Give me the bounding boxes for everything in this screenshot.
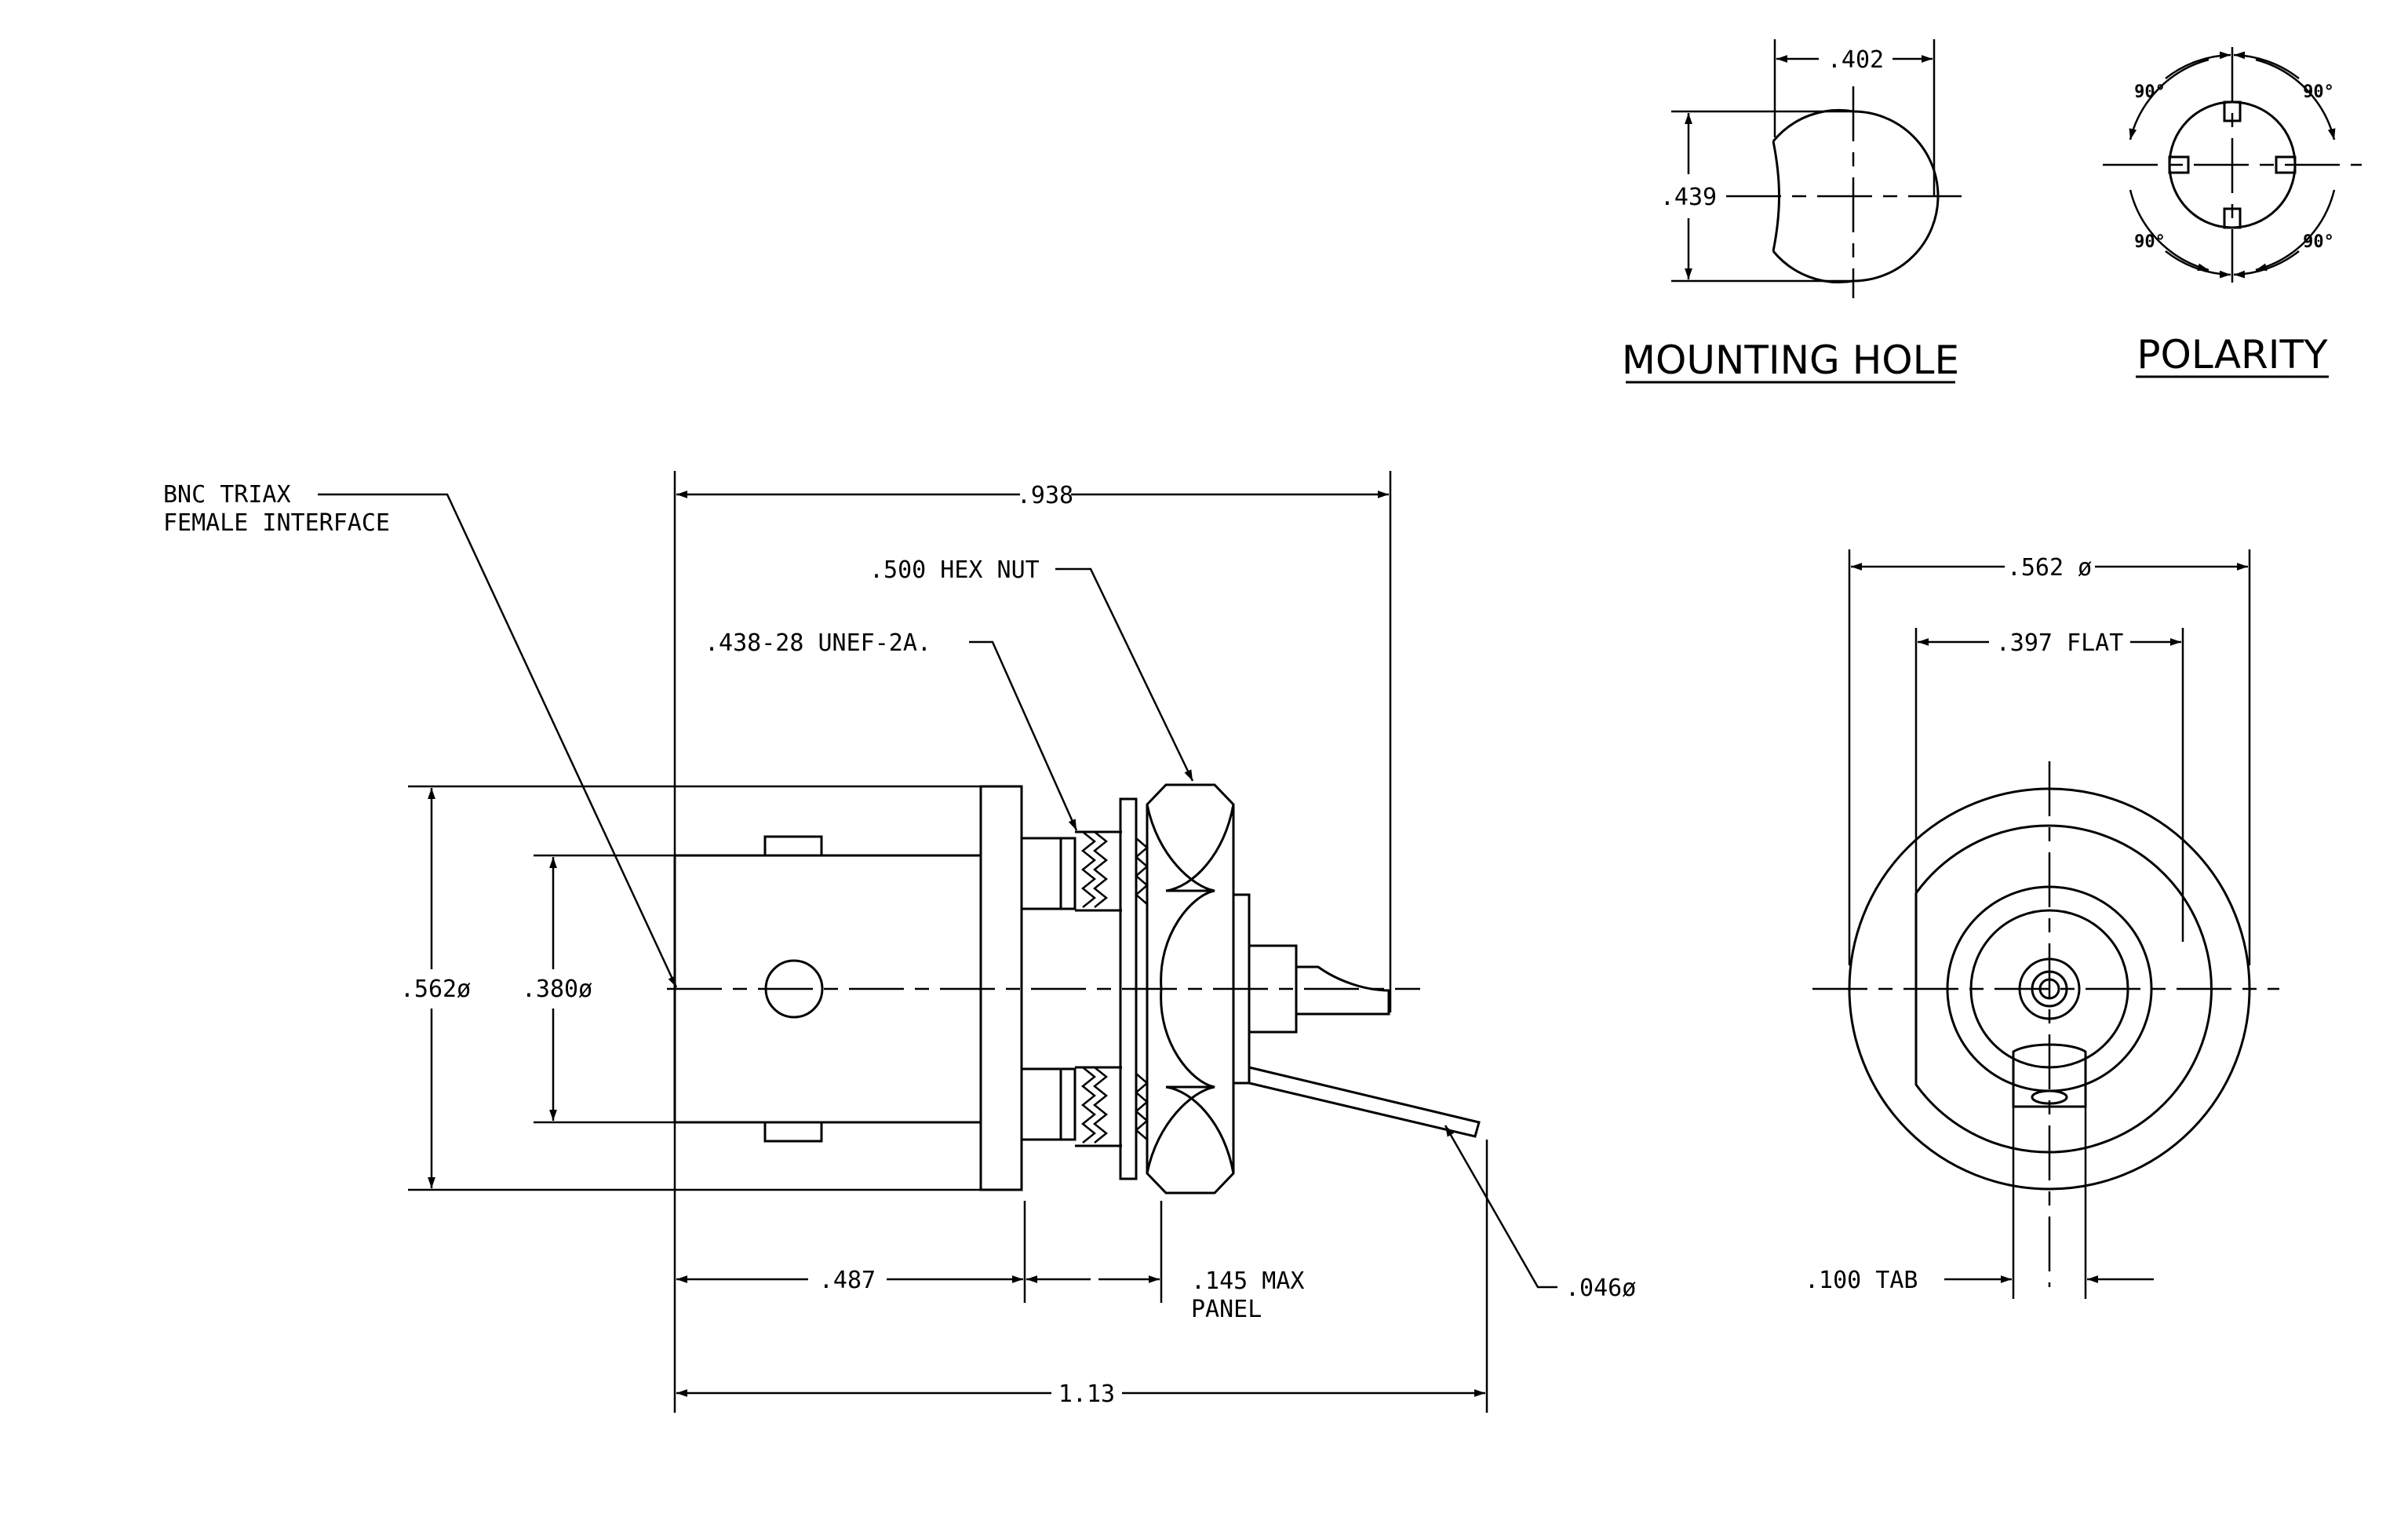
bnc-label-1: BNC TRIAX <box>163 481 291 509</box>
dim-380-label: .380ø <box>522 976 592 1003</box>
tab-hole <box>2031 1089 2068 1105</box>
dim-397-label: .397 FLAT <box>1996 629 2124 657</box>
flange <box>979 785 1023 1191</box>
shield-pin <box>1248 1066 1481 1138</box>
dim-938-label: .938 <box>1017 482 1073 509</box>
center-pin <box>2038 978 2060 1000</box>
panel-label-2: PANEL <box>1191 1296 1262 1323</box>
thread-bottom-right <box>1135 1073 1149 1140</box>
front-view: .562 ø .397 FLAT .100 TAB <box>1805 549 2279 1299</box>
dim-562-side-label: .562ø <box>400 976 471 1003</box>
center-contact <box>2031 970 2068 1008</box>
mounting-hole-view: .402 .439 MOUNTING HOLE <box>1622 39 1962 384</box>
thread-bottom <box>1020 1066 1122 1147</box>
solder-cup <box>1296 965 1390 1016</box>
tab-label: .100 TAB <box>1805 1267 1918 1294</box>
center-insulator <box>2018 957 2081 1020</box>
thread-top <box>1020 830 1122 912</box>
dim-402-label: .402 <box>1827 46 1884 74</box>
hole-profile <box>1772 108 1940 284</box>
hex-nut <box>1146 783 1235 1195</box>
hex-nut-label: .500 HEX NUT <box>869 556 1040 584</box>
polarity-title: POLARITY <box>2137 332 2328 378</box>
panel-label-1: .145 MAX <box>1191 1268 1305 1295</box>
dim-439-label: .439 <box>1660 184 1717 211</box>
angle-label-br: 90° <box>2303 232 2334 252</box>
thread-label: .438-28 UNEF-2A. <box>705 629 931 657</box>
slot-hole <box>764 959 824 1019</box>
dim-113-label: 1.13 <box>1058 1381 1115 1408</box>
bnc-label-2: FEMALE INTERFACE <box>163 509 390 537</box>
tab <box>2012 1043 2087 1108</box>
outer-circle <box>1848 787 2251 1191</box>
angle-label-tr: 90° <box>2303 82 2334 102</box>
lock-washer <box>1119 797 1138 1180</box>
angle-label-tl: 90° <box>2134 82 2166 102</box>
dim-046-label: .046ø <box>1565 1275 1636 1302</box>
mounting-hole-title: MOUNTING HOLE <box>1622 337 1959 383</box>
polarity-view: 90° 90° 90° 90° POLARITY <box>2103 47 2362 378</box>
dim-562-front-label: .562 ø <box>2007 554 2092 582</box>
inner-shell-circle <box>1969 909 2129 1069</box>
angle-label-bl: 90° <box>2134 232 2166 252</box>
rear-contact-body <box>1248 944 1298 1034</box>
bayonet-pin-top <box>763 835 823 857</box>
dim-487-label: .487 <box>819 1267 876 1294</box>
thread-top-right <box>1135 837 1149 905</box>
flat-profile <box>1914 824 2213 1154</box>
bayonet-pin-bottom <box>763 1121 823 1143</box>
side-view: .938 .562ø .380ø .487 .145 MAX PANEL 1.1… <box>163 471 1636 1413</box>
